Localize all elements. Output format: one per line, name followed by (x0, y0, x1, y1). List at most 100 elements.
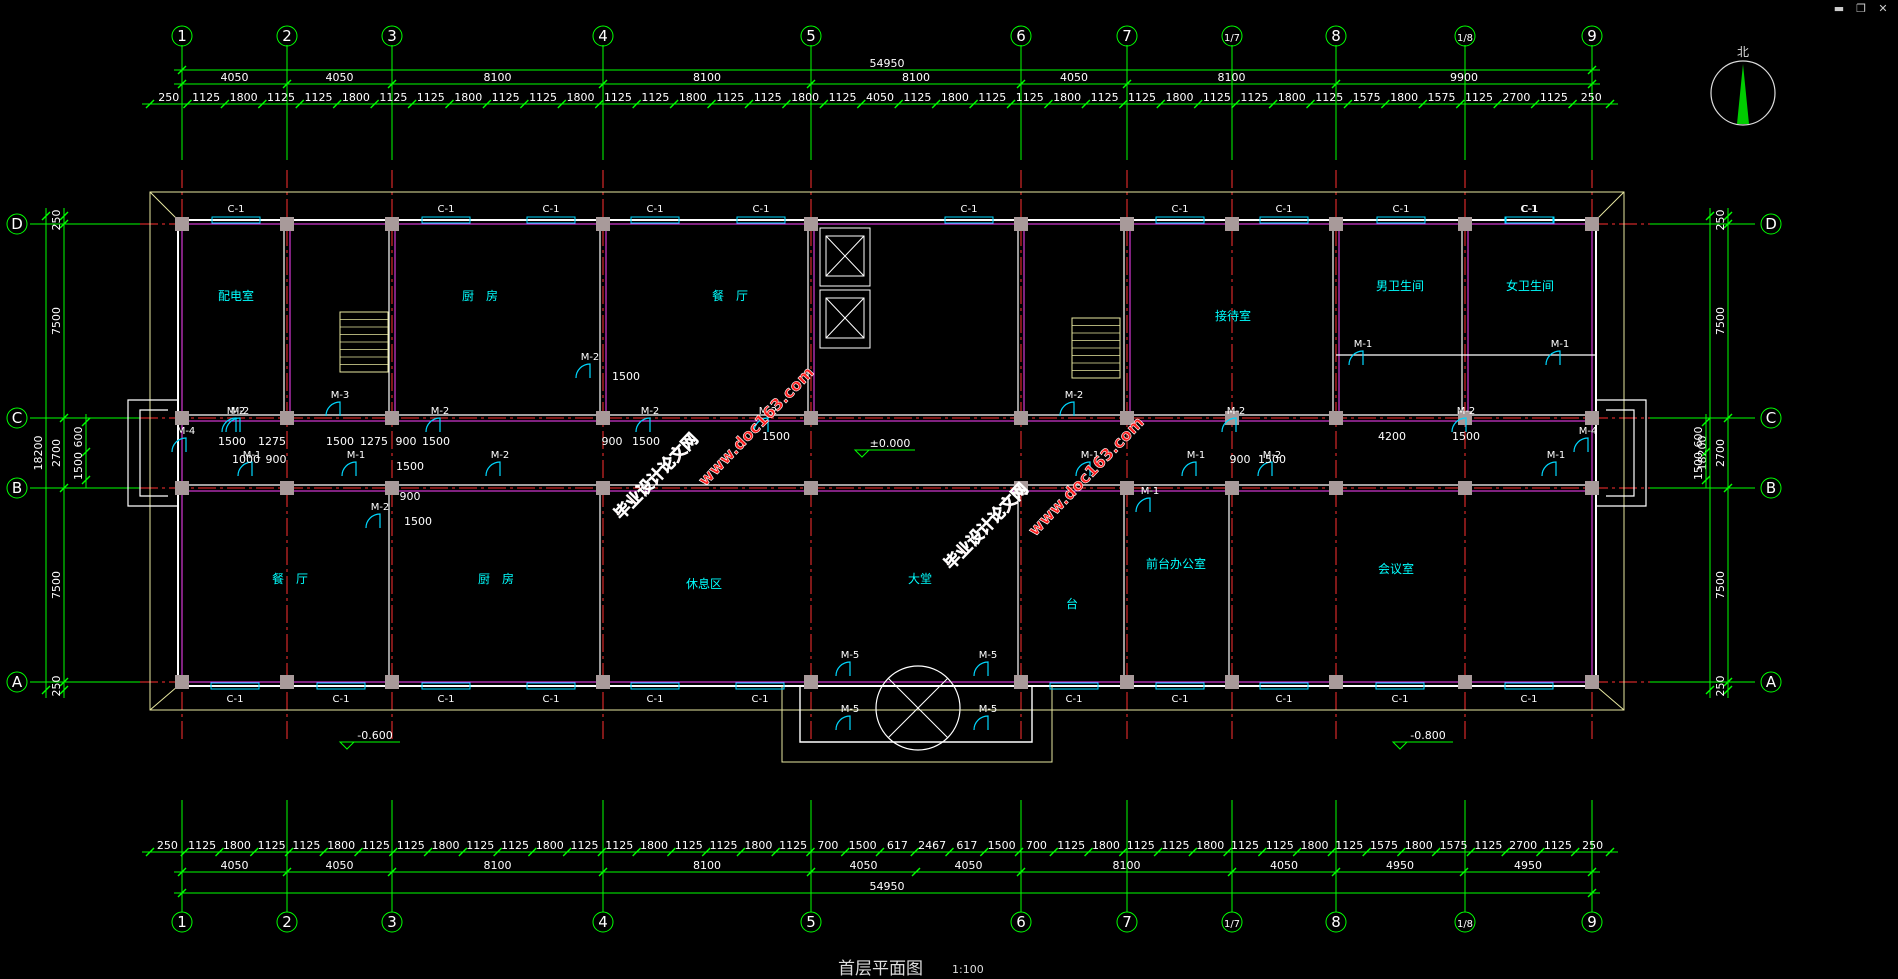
minimize-button[interactable]: ▬ (1833, 2, 1845, 15)
column (1329, 217, 1343, 231)
dim-porch-right-tick (1701, 447, 1711, 457)
door-label: M-3 (331, 390, 350, 401)
window-c1 (526, 682, 576, 690)
window-c1 (1155, 682, 1205, 690)
dim-bottom-details-text: 1800 (327, 839, 355, 852)
dim-bottom-axes-tick (1016, 867, 1026, 877)
side-porch-right (1596, 399, 1647, 507)
window-c1 (210, 682, 260, 690)
dim-bottom-details-tick (1570, 847, 1580, 857)
dim-top-details-text: 1125 (978, 91, 1006, 104)
elevator-shaft (819, 289, 871, 349)
dim-bottom-details-tick (1431, 847, 1441, 857)
dim-bottom-axes-tick (387, 867, 397, 877)
dim-top-details-text: 1125 (1465, 91, 1493, 104)
door-swing (1573, 437, 1589, 453)
dim-bottom-details-text: 1800 (536, 839, 564, 852)
axis-bubble (276, 911, 298, 933)
axis-label-vertical: 1/7 (1224, 919, 1240, 930)
dim-side-right-tick (1723, 685, 1733, 695)
dim-bottom-details-tick (180, 847, 190, 857)
door-label: M-5 (979, 704, 998, 715)
dim-porch-left-text: 1500 (72, 452, 85, 480)
dim-top-overall-text: 54950 (870, 57, 905, 70)
column (1120, 411, 1134, 425)
room-label: 餐 厅 (272, 571, 308, 586)
dim-bottom-details-text: 250 (157, 839, 178, 852)
axis-bubble (6, 671, 28, 693)
restore-button[interactable]: ❐ (1856, 2, 1866, 15)
dim-top-details-text: 1125 (903, 91, 931, 104)
interior-dimension: 1500 (396, 460, 424, 473)
dim-bottom-details-text: 250 (1582, 839, 1603, 852)
side-porch-left (127, 399, 178, 507)
dim-bottom-details-tick (145, 847, 155, 857)
column (280, 675, 294, 689)
axis-bubble (171, 25, 193, 47)
dim-bottom-details-text: 1125 (605, 839, 633, 852)
door-swing (973, 661, 989, 677)
column (1014, 481, 1028, 495)
dim-top-details-tick (1081, 99, 1091, 109)
dim-top-details-text: 1800 (1390, 91, 1418, 104)
column (1329, 675, 1343, 689)
dim-porch-left-tick (81, 447, 91, 457)
door-swing (973, 715, 989, 731)
axis-bubble (1010, 911, 1032, 933)
entrance-vestibule (799, 686, 1033, 743)
dim-top-details-tick (1418, 99, 1428, 109)
axis-label-horizontal: C (1766, 409, 1776, 427)
door-label: M-5 (841, 650, 860, 661)
door-swing (485, 461, 501, 477)
interior-dimension: 1275 (258, 435, 286, 448)
window-label: C-1 (1066, 694, 1083, 705)
dim-top-details-text: 1125 (192, 91, 220, 104)
dim-side-right-tick (1723, 413, 1733, 423)
room-label: 厨 房 (462, 288, 498, 303)
door-swing (1059, 401, 1075, 417)
interior-dimension: 1500 (218, 435, 246, 448)
dim-bottom-details-text: 700 (1026, 839, 1047, 852)
window-label: C-1 (1521, 204, 1538, 215)
axis-label-vertical: 1/8 (1457, 33, 1473, 44)
door-label: M-2 (371, 502, 390, 513)
window-label: C-1 (1521, 694, 1538, 705)
column (1120, 481, 1134, 495)
dim-side-right-tick (1723, 219, 1733, 229)
interior-dimension: 4200 (1378, 430, 1406, 443)
level-marker (853, 449, 915, 458)
dim-top-axes-tick (806, 79, 816, 89)
axis-label-vertical: 1 (177, 913, 187, 931)
interior-dimension: 1000 (232, 453, 260, 466)
axis-label-vertical: 8 (1331, 27, 1341, 45)
level-label: ±0.000 (870, 437, 911, 450)
column (804, 217, 818, 231)
dim-top-details-tick (182, 99, 192, 109)
dim-top-details-text: 250 (158, 91, 179, 104)
dim-bottom-details-text: 1500 (849, 839, 877, 852)
dim-bottom-details-tick (1118, 847, 1128, 857)
axis-bubble (1221, 911, 1243, 933)
dim-top-details-text: 1800 (791, 91, 819, 104)
dim-top-details-tick (1380, 99, 1390, 109)
room-label: 大堂 (908, 572, 932, 586)
dim-top-details-tick (1605, 99, 1615, 109)
dim-bottom-details-text: 1125 (292, 839, 320, 852)
dim-bottom-details-text: 1500 (988, 839, 1016, 852)
door-label: M-2 (431, 406, 450, 417)
window-label: C-1 (438, 694, 455, 705)
dim-top-axes-text: 4050 (1060, 71, 1088, 84)
dim-top-axes-text: 9900 (1450, 71, 1478, 84)
close-button[interactable]: ✕ (1878, 2, 1888, 15)
dim-top-axes-tick (1587, 79, 1597, 89)
axis-label-vertical: 9 (1587, 913, 1597, 931)
door-swing (1221, 417, 1237, 433)
window-c1 (735, 682, 785, 690)
door-swing (1181, 461, 1197, 477)
walls (127, 191, 1647, 763)
dim-side-overall-right-tick (1705, 685, 1715, 695)
column (1458, 675, 1472, 689)
dim-bottom-axes-text: 4950 (1386, 859, 1414, 872)
